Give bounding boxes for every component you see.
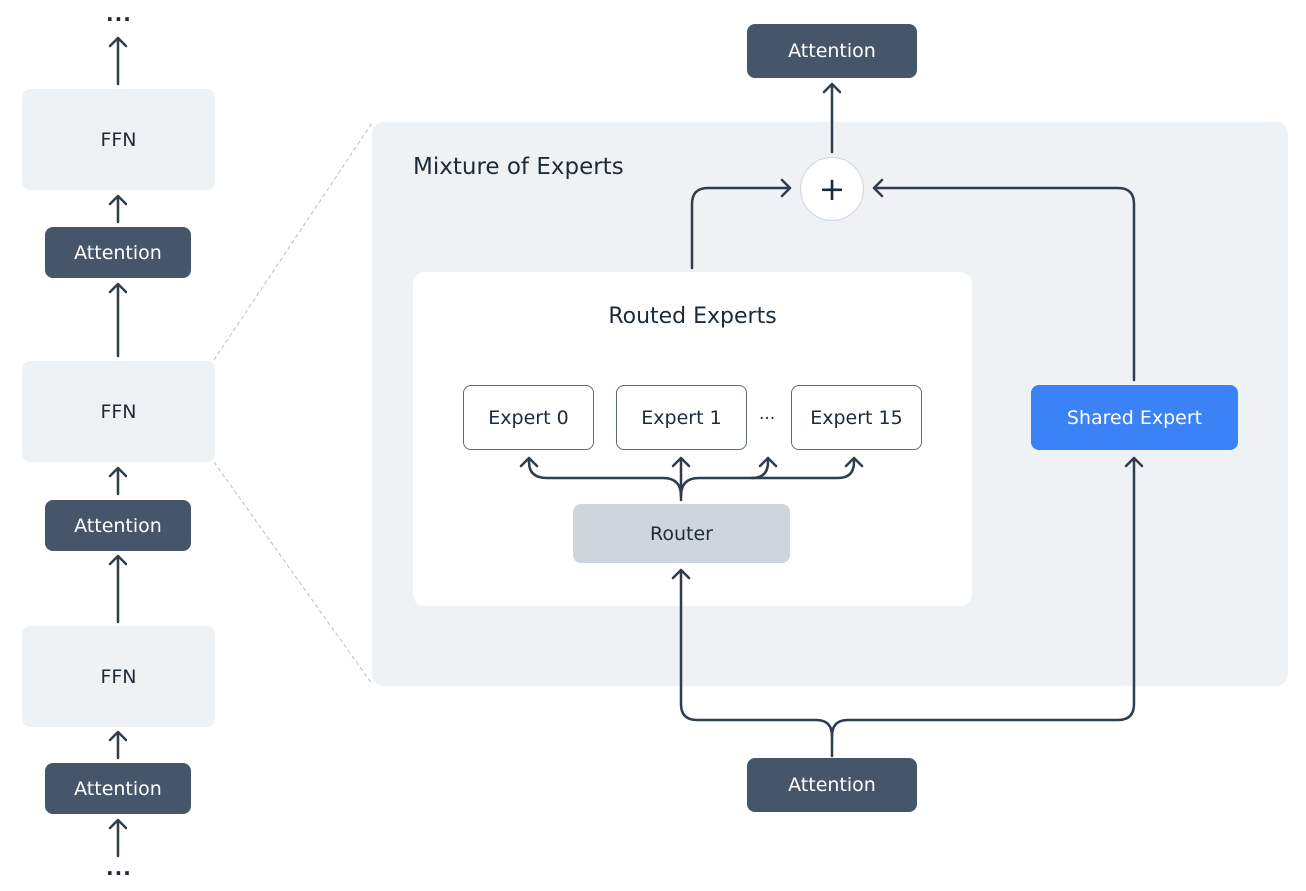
bottom-ellipsis: ... [106, 856, 132, 880]
router-to-hidden-experts-wire [750, 456, 778, 480]
router-to-expert0-wire [519, 456, 683, 498]
routed-to-plus-wire [690, 178, 792, 270]
zoom-lines [213, 122, 373, 685]
routed-experts-title: Routed Experts [608, 304, 777, 329]
input-split-wire [830, 456, 1144, 758]
router-to-expert15-wire [679, 456, 864, 498]
plus-to-attention-wire [822, 82, 842, 154]
expert-0: Expert 0 [463, 385, 594, 450]
attention-block-top-left: Attention [45, 227, 191, 278]
top-ellipsis: ... [106, 2, 132, 26]
experts-ellipsis: ... [759, 404, 776, 424]
attention-block-input: Attention [747, 758, 917, 812]
left-stack-arrows [108, 36, 128, 858]
attention-block-bottom-left: Attention [45, 763, 191, 814]
attention-block-output: Attention [747, 24, 917, 78]
ffn-block-middle: FFN [22, 361, 215, 462]
ffn-block-top: FFN [22, 89, 215, 190]
router-block: Router [573, 504, 790, 563]
expert-15: Expert 15 [791, 385, 922, 450]
moe-title: Mixture of Experts [413, 154, 624, 180]
ffn-block-bottom: FFN [22, 626, 215, 727]
expert-1: Expert 1 [616, 385, 747, 450]
shared-expert-block: Shared Expert [1031, 385, 1238, 450]
input-to-router-wire [671, 568, 834, 738]
attention-block-middle-left: Attention [45, 500, 191, 551]
shared-to-plus-wire [872, 178, 1136, 382]
sum-node: + [800, 157, 864, 221]
